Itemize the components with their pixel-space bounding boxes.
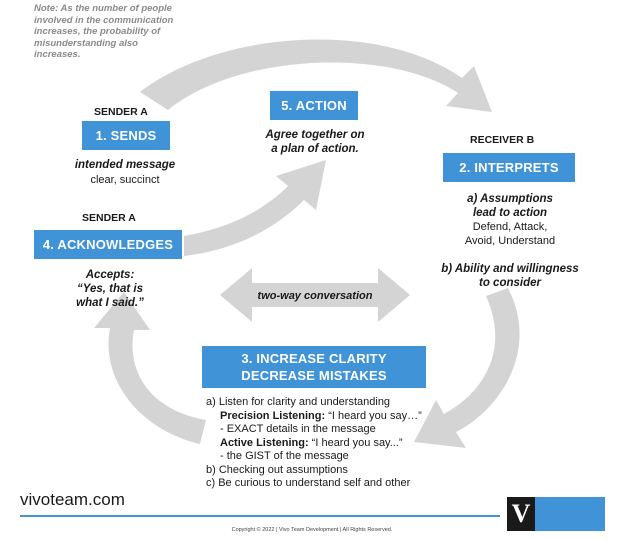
copyright-text: Copyright © 2022 | Vivo Team Development… — [231, 527, 393, 533]
sends-detail-title: intended message — [74, 159, 176, 171]
sends-detail-sub: clear, succinct — [90, 174, 160, 186]
arrow-sends-to-interprets — [140, 39, 492, 112]
interprets-b-line1: b) Ability and willingness — [441, 263, 579, 275]
clarity-item-a: a) Listen for clarity and understanding — [206, 396, 391, 408]
box-sends: 1. SENDS — [82, 121, 170, 150]
brand-text: vivoteam.com — [20, 490, 125, 509]
exact-text: - EXACT details in the message — [220, 423, 376, 435]
box-acknowledges: 4. ACKNOWLEDGES — [34, 230, 182, 259]
acknowledges-line2: “Yes, that is — [76, 283, 144, 295]
clarity-line2: DECREASE MISTAKES — [241, 368, 387, 383]
arrow-acknowledges-to-action — [184, 160, 326, 256]
sender-a-label-top: SENDER A — [94, 106, 148, 118]
footer-rule — [20, 515, 500, 517]
box-interprets: 2. INTERPRETS — [443, 153, 575, 182]
note-text: Note: As the number of people involved i… — [34, 3, 174, 60]
active-label: Active Listening: — [220, 436, 309, 449]
precision-label: Precision Listening: — [220, 409, 326, 422]
gist-text: - the GIST of the message — [220, 450, 349, 462]
interprets-b-line2: to consider — [479, 277, 541, 289]
arrow-two-way — [220, 268, 410, 322]
acknowledges-line3: what I said.” — [76, 297, 144, 309]
arrow-clarity-to-acknowledges — [94, 292, 206, 444]
action-detail-line1: Agree together on — [265, 129, 365, 141]
clarity-line1: 3. INCREASE CLARITY — [241, 351, 387, 366]
active-text: “I heard you say...” — [308, 436, 403, 449]
box-action: 5. ACTION — [270, 91, 358, 120]
acknowledges-line1: Accepts: — [85, 269, 135, 281]
clarity-item-b: b) Checking out assumptions — [206, 463, 348, 476]
interprets-a-sub1: Defend, Attack, — [472, 221, 548, 233]
interprets-a-sub2: Avoid, Understand — [464, 235, 556, 247]
interprets-a-line2: lead to action — [472, 207, 548, 219]
logo-bar — [535, 497, 605, 531]
two-way-label: two-way conversation — [257, 290, 373, 302]
sender-a-label-bottom: SENDER A — [82, 212, 136, 224]
arrow-interprets-to-clarity — [414, 288, 520, 448]
precision-text: “I heard you say…” — [325, 409, 422, 422]
action-detail-line2: a plan of action. — [271, 143, 359, 155]
clarity-item-c: c) Be curious to understand self and oth… — [206, 477, 411, 489]
interprets-a-line1: a) Assumptions — [467, 193, 553, 205]
clarity-list: a) Listen for clarity and understanding … — [206, 396, 422, 491]
receiver-b-label: RECEIVER B — [470, 134, 535, 146]
box-clarity: 3. INCREASE CLARITY DECREASE MISTAKES — [202, 346, 426, 388]
vivo-logo: V — [507, 497, 535, 531]
